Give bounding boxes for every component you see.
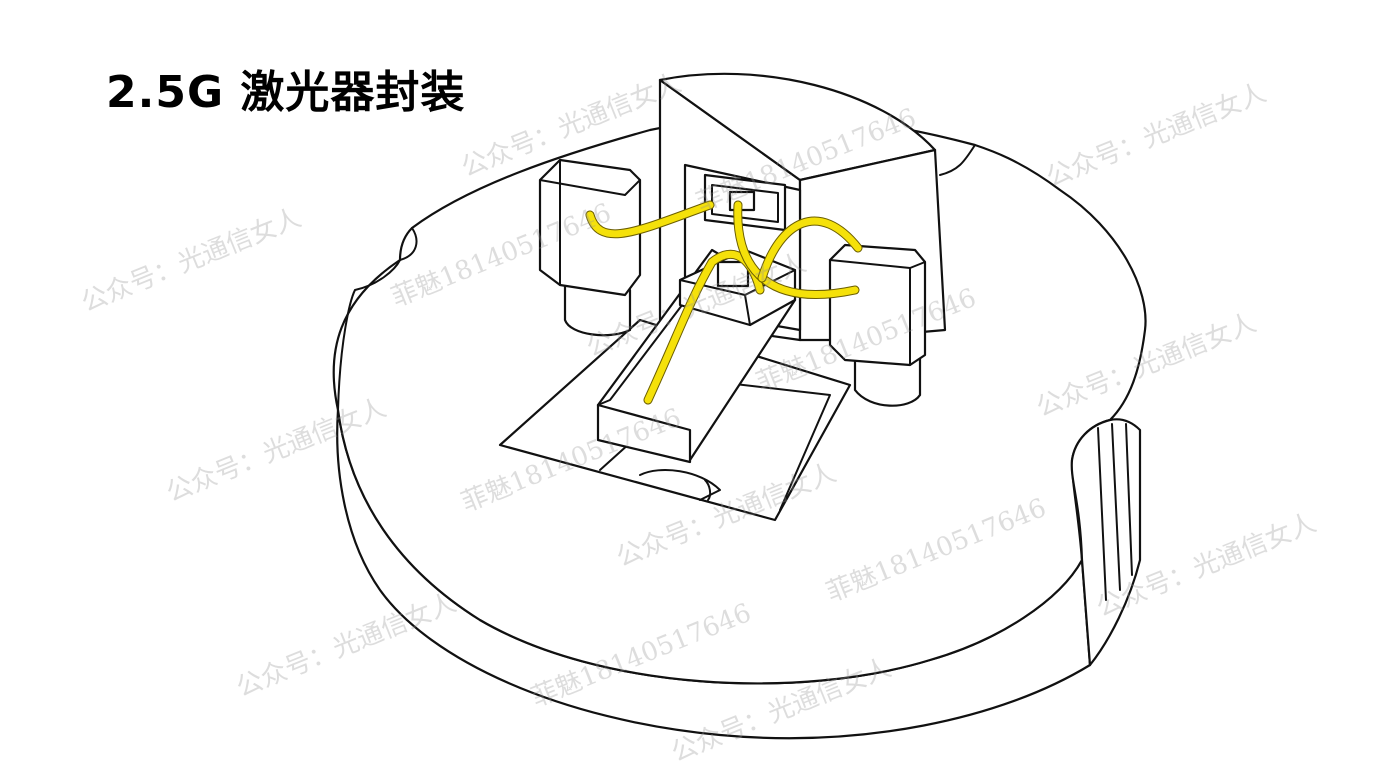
submount-front (596, 403, 692, 464)
right-notch-groove-1 (1097, 427, 1107, 601)
right-notch-groove-3 (1125, 423, 1133, 576)
bond-wire-1 (586, 201, 714, 238)
left-post-top (538, 158, 642, 297)
bond-wire-4 (758, 217, 862, 282)
housing-top-right (658, 72, 937, 182)
left-post-edge-2 (539, 179, 641, 196)
recess-lens-detail (704, 479, 712, 501)
left-notch (337, 259, 401, 411)
top-right-notch (939, 144, 976, 176)
submount-block (716, 260, 750, 288)
right-notch (1070, 418, 1142, 667)
slide-title: 2.5G 激光器封装 (106, 67, 466, 118)
left-notch-curve (399, 227, 418, 261)
right-notch-groove-2 (1111, 423, 1121, 591)
right-post-top (828, 243, 927, 367)
bond-wires (585, 200, 863, 405)
submount-pedestal-edge (744, 294, 751, 326)
recess-lens (639, 469, 721, 501)
